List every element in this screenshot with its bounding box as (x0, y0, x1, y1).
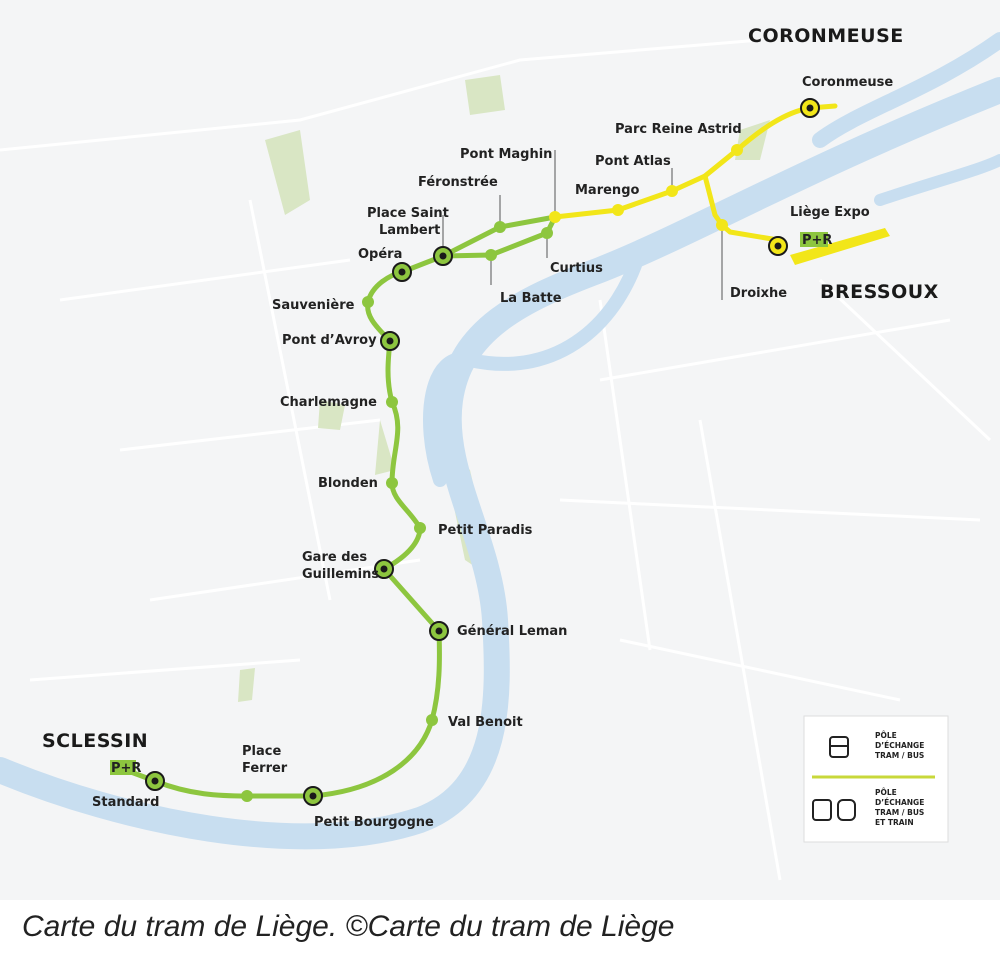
bus-icon (812, 799, 832, 821)
station-label: Petit Bourgogne (314, 815, 434, 830)
river-meuse (0, 32, 1000, 850)
legend-text: D’ÉCHANGE (875, 741, 924, 750)
station-label: Gare des (302, 550, 367, 565)
station-marker[interactable] (386, 396, 398, 408)
station-pole-dot (774, 242, 782, 250)
station-label: Petit Paradis (438, 523, 533, 538)
station-label: Blonden (318, 476, 378, 491)
station-label: Curtius (550, 261, 603, 276)
station-label: Marengo (575, 183, 639, 198)
station-pole-dot (398, 268, 406, 276)
station-label: La Batte (500, 291, 562, 306)
station-label: Place Saint (367, 206, 449, 221)
legend-text: D’ÉCHANGE (875, 798, 924, 807)
bus-icon (829, 736, 849, 758)
station-marker[interactable] (362, 296, 374, 308)
train-icon (837, 799, 856, 821)
station-pole-dot (439, 252, 447, 260)
district-coronmeuse: CORONMEUSE (748, 25, 904, 47)
park-ride-bressoux-marker (800, 232, 828, 247)
green-line (117, 214, 558, 799)
station-pole-dot (806, 104, 814, 112)
station-label: Sauvenière (272, 298, 355, 313)
station-pole-dot (151, 777, 159, 785)
station-pole-dot (435, 627, 443, 635)
station-marker[interactable] (666, 185, 678, 197)
district-sclessin: SCLESSIN (42, 730, 148, 752)
station-label: Coronmeuse (802, 75, 893, 90)
station-label: Général Leman (457, 624, 567, 639)
legend: PÔLE D’ÉCHANGE TRAM / BUS PÔLE D’ÉCHANGE… (803, 715, 949, 843)
station-label: Val Benoit (448, 715, 523, 730)
district-bressoux: BRESSOUX (820, 281, 939, 303)
station-marker[interactable] (414, 522, 426, 534)
park-and-ride-bressoux (790, 228, 890, 265)
station-label: Ferrer (242, 761, 288, 776)
station-label: Lambert (379, 223, 440, 238)
station-marker[interactable] (541, 227, 553, 239)
caption: Carte du tram de Liège. ©Carte du tram d… (22, 910, 675, 943)
legend-text: ET TRAIN (875, 818, 914, 827)
station-label: Pont Maghin (460, 147, 552, 162)
station-marker[interactable] (716, 219, 728, 231)
station-label: Opéra (358, 247, 402, 262)
station-pole-dot (309, 792, 317, 800)
station-pole-dot (386, 337, 394, 345)
park-ride-bressoux: P+R (802, 233, 832, 248)
park-ride-sclessin: P+R (111, 761, 141, 776)
legend-text: TRAM / BUS (875, 808, 924, 817)
station-marker[interactable] (731, 144, 743, 156)
station-label: Liège Expo (790, 205, 870, 220)
station-marker[interactable] (386, 477, 398, 489)
legend-text: PÔLE (875, 788, 897, 797)
legend-text: PÔLE (875, 731, 897, 740)
station-pole-dot (380, 565, 388, 573)
park-ride-sclessin-marker (110, 760, 136, 775)
station-label: Droixhe (730, 286, 787, 301)
station-marker[interactable] (494, 221, 506, 233)
station-marker[interactable] (241, 790, 253, 802)
station-marker[interactable] (549, 211, 561, 223)
station-label: Charlemagne (280, 395, 377, 410)
street-grid (0, 38, 992, 881)
station-label: Pont Atlas (595, 154, 671, 169)
station-label: Guillemins (302, 567, 379, 582)
station-label: Pont d’Avroy (282, 333, 377, 348)
station-marker[interactable] (485, 249, 497, 261)
station-label: Féronstrée (418, 175, 498, 190)
legend-text: TRAM / BUS (875, 751, 924, 760)
station-marker[interactable] (612, 204, 624, 216)
station-label: Parc Reine Astrid (615, 122, 742, 137)
station-label: Place (242, 744, 281, 759)
station-label: Standard (92, 795, 159, 810)
station-marker[interactable] (426, 714, 438, 726)
